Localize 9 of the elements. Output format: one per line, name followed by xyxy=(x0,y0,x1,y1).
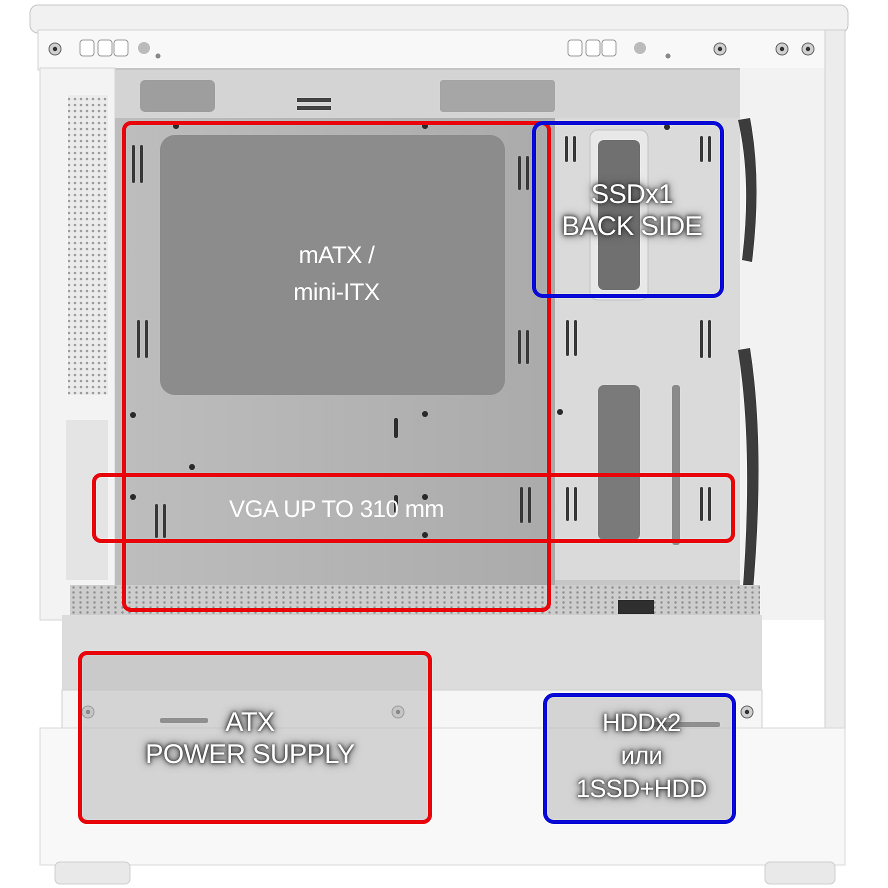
zone-label: VGA UP TO 310 mm xyxy=(228,495,444,525)
highlight-frame xyxy=(122,121,551,612)
zone-label: ATX POWER SUPPLY xyxy=(145,706,355,770)
highlight-frame xyxy=(543,693,736,824)
highlight-frame xyxy=(532,121,724,298)
zone-label: HDDx2 или 1SSD+HDD xyxy=(576,708,707,805)
zone-label: mATX / mini-ITX xyxy=(293,240,380,308)
highlight-frame xyxy=(92,473,735,543)
highlight-frame xyxy=(78,651,432,824)
